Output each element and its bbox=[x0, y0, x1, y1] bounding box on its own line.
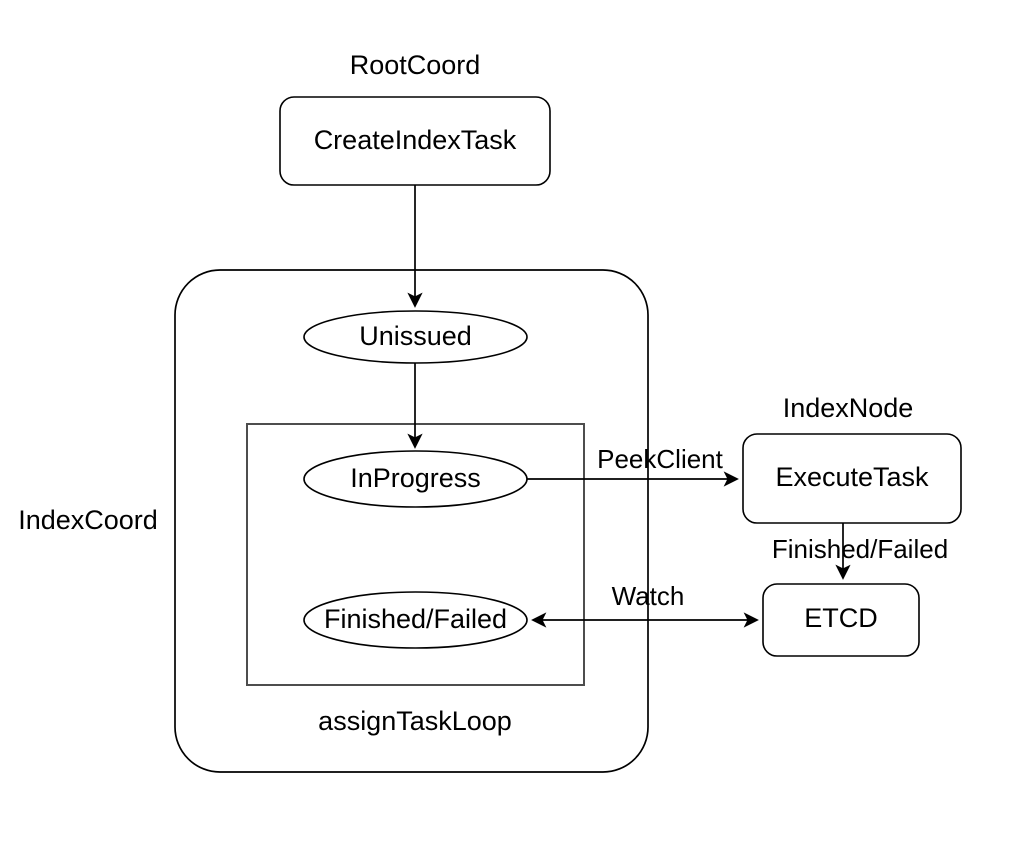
label-root-coord: RootCoord bbox=[350, 50, 481, 80]
node-shape-finished-failed[interactable] bbox=[303, 591, 528, 649]
edge-label-peek-client: PeekClient bbox=[597, 444, 724, 474]
edge-label-finished-failed: Finished/Failed bbox=[772, 534, 948, 564]
node-etcd[interactable]: ETCD bbox=[762, 583, 920, 657]
node-shape-unissued[interactable] bbox=[303, 310, 528, 364]
node-finished-failed[interactable]: Finished/Failed bbox=[303, 591, 528, 649]
group-index-coord bbox=[174, 269, 649, 773]
node-label-unissued: Unissued bbox=[359, 321, 472, 351]
node-unissued[interactable]: Unissued bbox=[303, 310, 528, 364]
node-label-etcd: ETCD bbox=[804, 603, 878, 633]
node-label-in-progress: InProgress bbox=[350, 463, 481, 493]
node-shape-in-progress[interactable] bbox=[303, 450, 528, 508]
node-execute-task[interactable]: ExecuteTask bbox=[742, 433, 962, 524]
node-shape-create-index-task[interactable] bbox=[279, 96, 551, 186]
edge-label-watch: Watch bbox=[612, 581, 685, 611]
label-index-node: IndexNode bbox=[783, 393, 914, 423]
node-label-finished-failed: Finished/Failed bbox=[324, 604, 507, 634]
node-shape-etcd[interactable] bbox=[762, 583, 920, 657]
group-label-assign-task-loop: assignTaskLoop bbox=[318, 706, 512, 736]
node-label-execute-task: ExecuteTask bbox=[775, 462, 929, 492]
node-shape-execute-task[interactable] bbox=[742, 433, 962, 524]
node-label-create-index-task: CreateIndexTask bbox=[314, 125, 517, 155]
node-create-index-task[interactable]: CreateIndexTask bbox=[279, 96, 551, 186]
group-label-index-coord: IndexCoord bbox=[18, 505, 158, 535]
node-in-progress[interactable]: InProgress bbox=[303, 450, 528, 508]
